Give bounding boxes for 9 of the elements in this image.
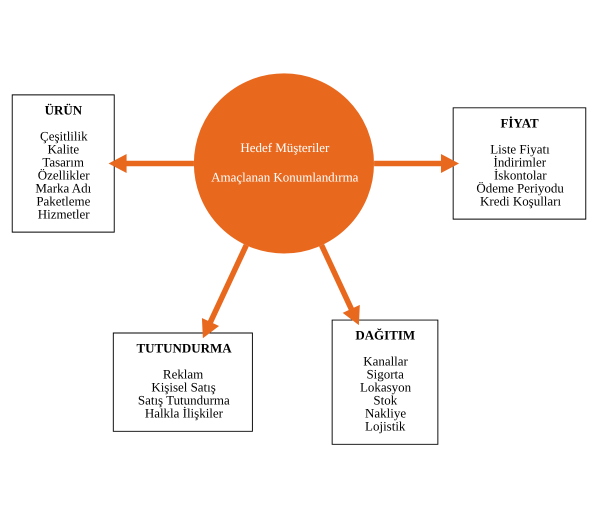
node-box: DAĞITIM Kanallar Sigorta Lokasyon Stok Nakliye Lojistik [332, 319, 438, 444]
node-circle: Hedef Müşteriler Amaçlanan Konumlandırma [194, 72, 374, 254]
arrow [202, 243, 249, 338]
node-box: TUTUNDURMA Reklam Kişisel Satış Satış Tutundurma Halkla İlişkiler [112, 332, 253, 432]
arrow [319, 243, 360, 325]
arrow [374, 154, 460, 172]
node-box: FİYAT Liste Fiyatı İndirimler İskontolar Ödeme Periyodu Kredi Koşulları [452, 106, 586, 220]
arrow [108, 154, 194, 172]
node-box: ÜRÜN Çeşitlilik Kalite Tasarım Özellikler Marka Adı Paketleme Hizmetler [12, 94, 115, 232]
